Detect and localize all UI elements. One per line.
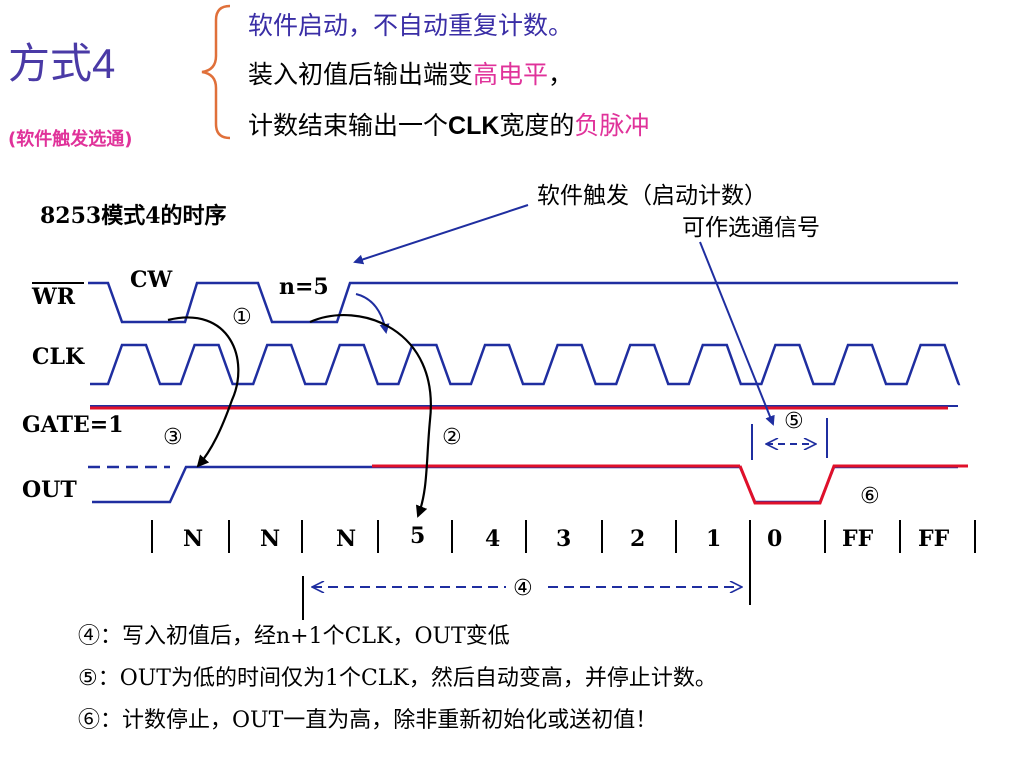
curly-brace [201,4,231,140]
count-value: FF [842,526,874,552]
software-trigger-arrow [353,204,529,265]
count-value: N [260,526,280,552]
count-value: 3 [556,526,571,552]
desc-line-3-a: 计数结束输出一个 [248,111,449,140]
marker-5: ⑤ [784,409,804,434]
curve-arrow-count-start [309,314,432,518]
desc-line-2-c: ， [548,60,574,89]
count-value: 2 [630,526,645,552]
annotation-line-1: 软件触发（启动计数） [537,183,767,209]
wr-waveform [88,281,958,324]
count-row: N N N 5 4 3 2 1 0 FF FF [151,520,976,553]
load-arrow [355,293,390,334]
timing-diagram: 8253模式4的时序 软件触发（启动计数） 可作选通信号 WR CLK GATE… [22,183,976,620]
curve-arrow-out-high [167,316,240,468]
page-subtitle: (软件触发选通) [8,129,133,150]
title-prefix: 方式 [8,39,93,88]
desc-clk: CLK [448,112,500,140]
count-value: N [336,526,356,552]
marker-1: ① [232,305,252,330]
note-3: ⑥：计数停止，OUT一直为高，除非重新初始化或送初值！ [78,708,658,733]
marker-3: ③ [163,425,183,450]
count-value: N [183,526,203,552]
signal-label-gate: GATE=1 [22,412,124,438]
count-value: 0 [767,526,782,552]
marker-6: ⑥ [860,484,880,509]
count-value: 1 [706,526,721,552]
note-2: ⑤：OUT为低的时间仅为1个CLK，然后自动变高，并停止计数。 [78,666,717,691]
desc-high-level: 高电平 [473,60,549,89]
marker-4: ④ [513,576,533,601]
desc-line-2-a: 装入初值后输出端变 [248,60,474,89]
marker-2: ② [442,425,462,450]
desc-line-2: 装入初值后输出端变高电平， [248,55,573,91]
page-title: 方式4 [8,30,115,91]
n-label: n=5 [279,274,329,300]
diagram-caption: 8253模式4的时序 [40,203,227,229]
note-1: ④：写入初值后，经n+1个CLK，OUT变低 [78,624,510,649]
strobe-signal-arrow [699,241,775,426]
desc-negative-pulse: 负脉冲 [574,111,650,140]
desc-line-3: 计数结束输出一个CLK宽度的负脉冲 [248,106,649,142]
count-value: 4 [485,526,500,552]
signal-label-clk: CLK [32,344,85,370]
clk-waveform [90,343,961,386]
cw-label: CW [130,267,173,293]
signal-label-out: OUT [22,477,77,503]
signal-label-wr: WR [31,284,76,310]
desc-line-1: 软件启动，不自动重复计数。 [248,11,574,40]
desc-line-3-c: 宽度的 [499,111,575,140]
count-value: FF [918,526,950,552]
count-value: 5 [410,523,425,549]
title-number: 4 [92,40,116,87]
annotation-line-2: 可作选通信号 [682,215,820,241]
out-pulse-highlight [738,464,968,505]
